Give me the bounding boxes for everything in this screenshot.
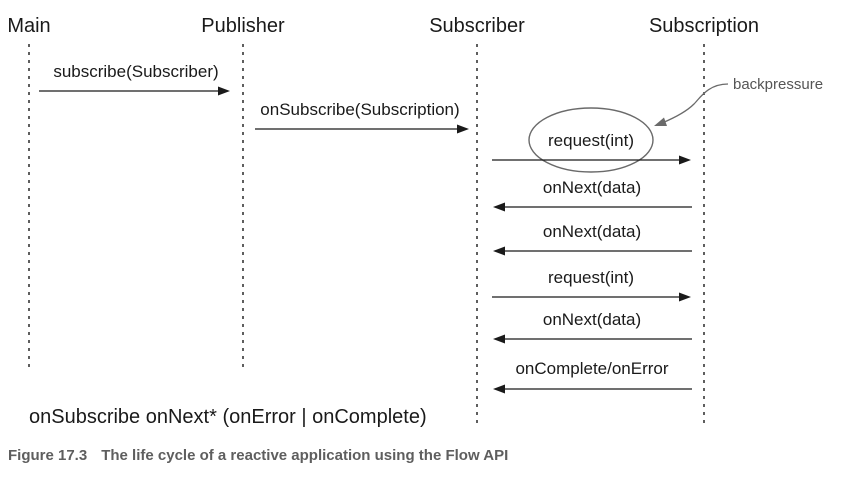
figure-caption: Figure 17.3 The life cycle of a reactive … (8, 447, 508, 464)
arrowhead-onnext-3 (493, 334, 505, 344)
backpressure-highlight-ellipse (528, 107, 654, 173)
lifeline-title-subscription: Subscription (649, 15, 759, 37)
message-label-request-2: request(int) (548, 268, 634, 287)
backpressure-pointer (661, 83, 729, 124)
message-label-onnext-2: onNext(data) (543, 222, 641, 241)
lifeline-title-main: Main (7, 15, 50, 37)
message-label-onsubscribe: onSubscribe(Subscription) (260, 100, 459, 119)
figure-caption-text: The life cycle of a reactive application… (101, 447, 509, 464)
arrowhead-subscribe (218, 86, 230, 96)
message-label-subscribe: subscribe(Subscriber) (53, 62, 218, 81)
message-label-request-1: request(int) (548, 131, 634, 150)
lifeline-title-publisher: Publisher (201, 15, 285, 37)
backpressure-label: backpressure (733, 76, 823, 93)
arrowhead-onsubscribe (457, 124, 469, 134)
message-label-oncomplete: onComplete/onError (515, 359, 668, 378)
figure-number: Figure 17.3 (8, 447, 88, 464)
protocol-grammar: onSubscribe onNext* (onError | onComplet… (29, 406, 427, 428)
backpressure-pointer-head (654, 117, 667, 126)
arrowhead-request-2 (679, 292, 691, 302)
message-label-onnext-3: onNext(data) (543, 310, 641, 329)
lifeline-title-subscriber: Subscriber (429, 15, 525, 37)
arrowhead-onnext-2 (493, 246, 505, 256)
message-label-onnext-1: onNext(data) (543, 178, 641, 197)
arrowhead-oncomplete (493, 384, 505, 394)
arrowhead-request-1 (679, 155, 691, 165)
arrowhead-onnext-1 (493, 202, 505, 212)
